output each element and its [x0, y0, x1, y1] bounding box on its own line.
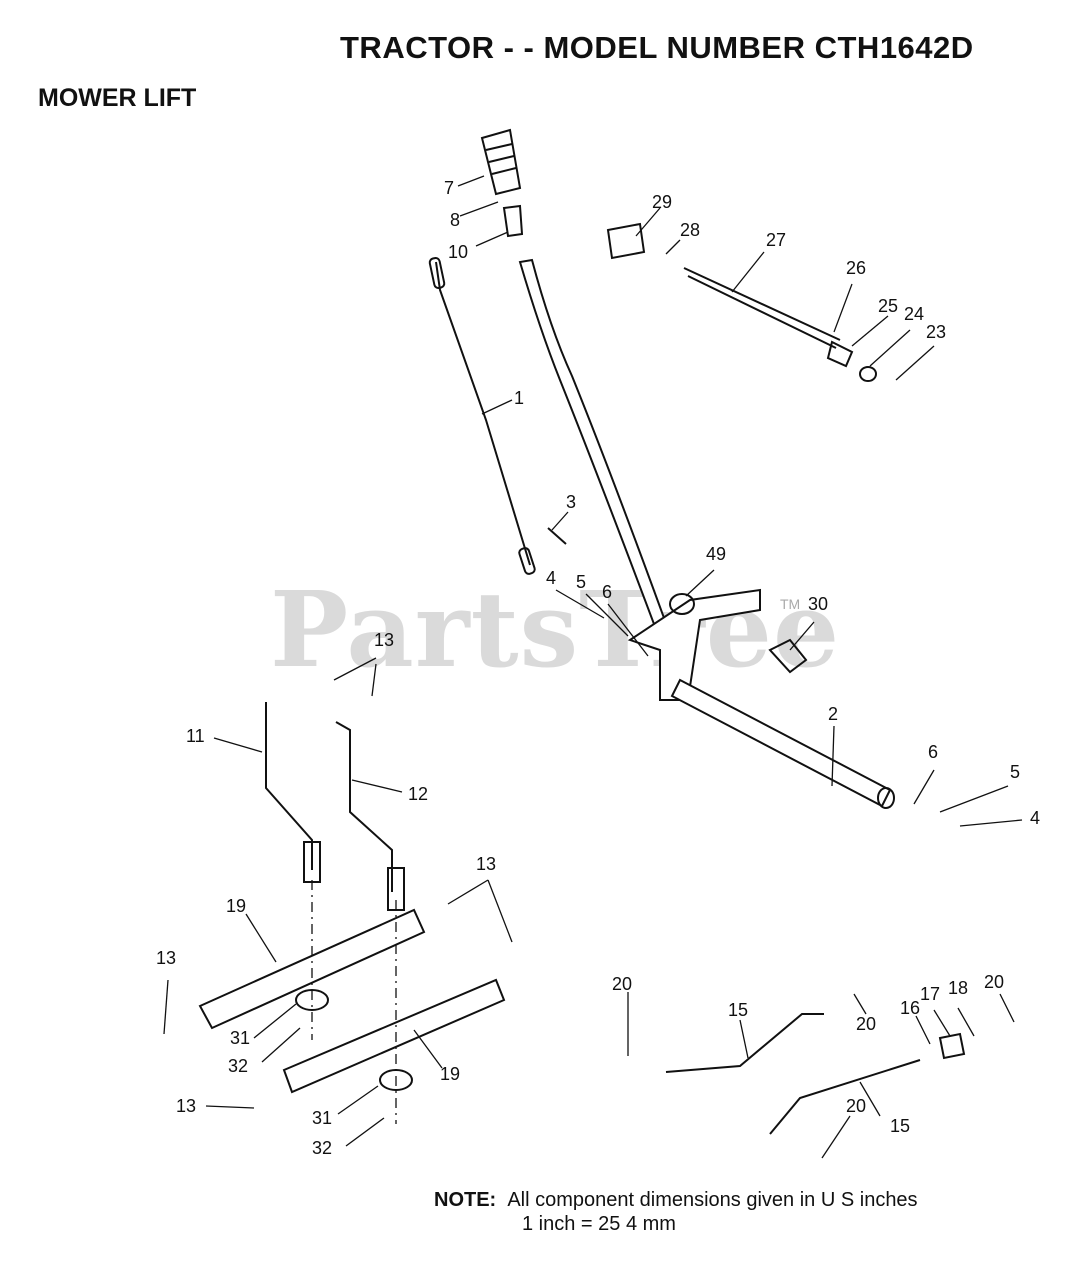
callout-11: 11 — [186, 726, 205, 746]
callout-24: 24 — [904, 304, 924, 324]
callout-32-a: 32 — [228, 1056, 248, 1076]
dimension-note: NOTE: All component dimensions given in … — [434, 1188, 918, 1235]
callout-25: 25 — [878, 296, 898, 316]
shaft-end — [877, 787, 895, 809]
cross-shaft-part-2 — [670, 678, 892, 808]
callout-19-b: 19 — [440, 1064, 460, 1084]
callout-6-b: 6 — [928, 742, 938, 762]
callout-27: 27 — [766, 230, 786, 250]
watermark: PartsTree — [270, 568, 841, 691]
callout-4: 4 — [546, 568, 556, 588]
handle-bracket — [627, 588, 761, 701]
callout-19-a: 19 — [226, 896, 246, 916]
callout-8: 8 — [450, 210, 460, 230]
part-24-washer — [859, 366, 877, 382]
lift-handle — [518, 258, 674, 641]
pin-part-3 — [547, 527, 567, 545]
callout-20-b: 20 — [856, 1014, 876, 1034]
part-49-washer — [669, 593, 695, 615]
callout-49: 49 — [706, 544, 726, 564]
callout-2: 2 — [828, 704, 838, 724]
callout-16: 16 — [900, 998, 920, 1018]
callout-20-c: 20 — [984, 972, 1004, 992]
callout-20-d: 20 — [846, 1096, 866, 1116]
callout-12: 12 — [408, 784, 428, 804]
callout-10: 10 — [448, 242, 468, 262]
callout-13-d: 13 — [176, 1096, 196, 1116]
callout-32-b: 32 — [312, 1138, 332, 1158]
callout-23: 23 — [926, 322, 946, 342]
rod-part-1 — [435, 261, 531, 566]
callout-13-c: 13 — [156, 948, 176, 968]
callout-5: 5 — [576, 572, 586, 592]
callout-29: 29 — [652, 192, 672, 212]
cap-part-29 — [606, 222, 646, 260]
threaded-end-12 — [387, 867, 405, 911]
callout-28: 28 — [680, 220, 700, 240]
part-30-link — [768, 638, 808, 674]
callout-6: 6 — [602, 582, 612, 602]
rod-end-bottom — [518, 547, 536, 575]
note-line-2: 1 inch = 25 4 mm — [522, 1213, 676, 1235]
callout-17: 17 — [920, 984, 940, 1004]
callout-31-b: 31 — [312, 1108, 332, 1128]
callout-3: 3 — [566, 492, 576, 512]
callout-13-a: 13 — [374, 630, 394, 650]
note-line-1: All component dimensions given in U S in… — [507, 1189, 918, 1211]
page-title: TRACTOR - - MODEL NUMBER CTH1642D — [340, 30, 974, 65]
callout-18: 18 — [948, 978, 968, 998]
callout-30: 30 — [808, 594, 828, 614]
callout-15-a: 15 — [728, 1000, 748, 1020]
watermark-tm: TM — [780, 596, 801, 612]
callout-20-a: 20 — [612, 974, 632, 994]
part-25-bushing — [826, 340, 854, 368]
callout-26: 26 — [846, 258, 866, 278]
callout-31-a: 31 — [230, 1028, 250, 1048]
rod-end-top — [428, 257, 446, 289]
callout-13-b: 13 — [476, 854, 496, 874]
callout-1: 1 — [514, 388, 524, 408]
lift-arm-part-19-lower — [282, 978, 506, 1094]
handle-grip-part-7 — [480, 128, 522, 196]
part-10-clip — [502, 204, 524, 238]
part-17-block — [938, 1032, 966, 1060]
threaded-end-11 — [303, 841, 321, 883]
link-part-15-upper — [665, 1013, 824, 1073]
lift-link-part-12 — [335, 721, 393, 892]
callout-15-b: 15 — [890, 1116, 910, 1136]
section-title: MOWER LIFT — [38, 84, 197, 112]
lift-link-part-11 — [265, 702, 313, 870]
callout-5-b: 5 — [1010, 762, 1020, 782]
callout-4-b: 4 — [1030, 808, 1040, 828]
callout-7: 7 — [444, 178, 454, 198]
shaft-part-27 — [683, 267, 841, 349]
note-label: NOTE: — [434, 1189, 497, 1211]
link-part-15-lower — [769, 1059, 921, 1135]
